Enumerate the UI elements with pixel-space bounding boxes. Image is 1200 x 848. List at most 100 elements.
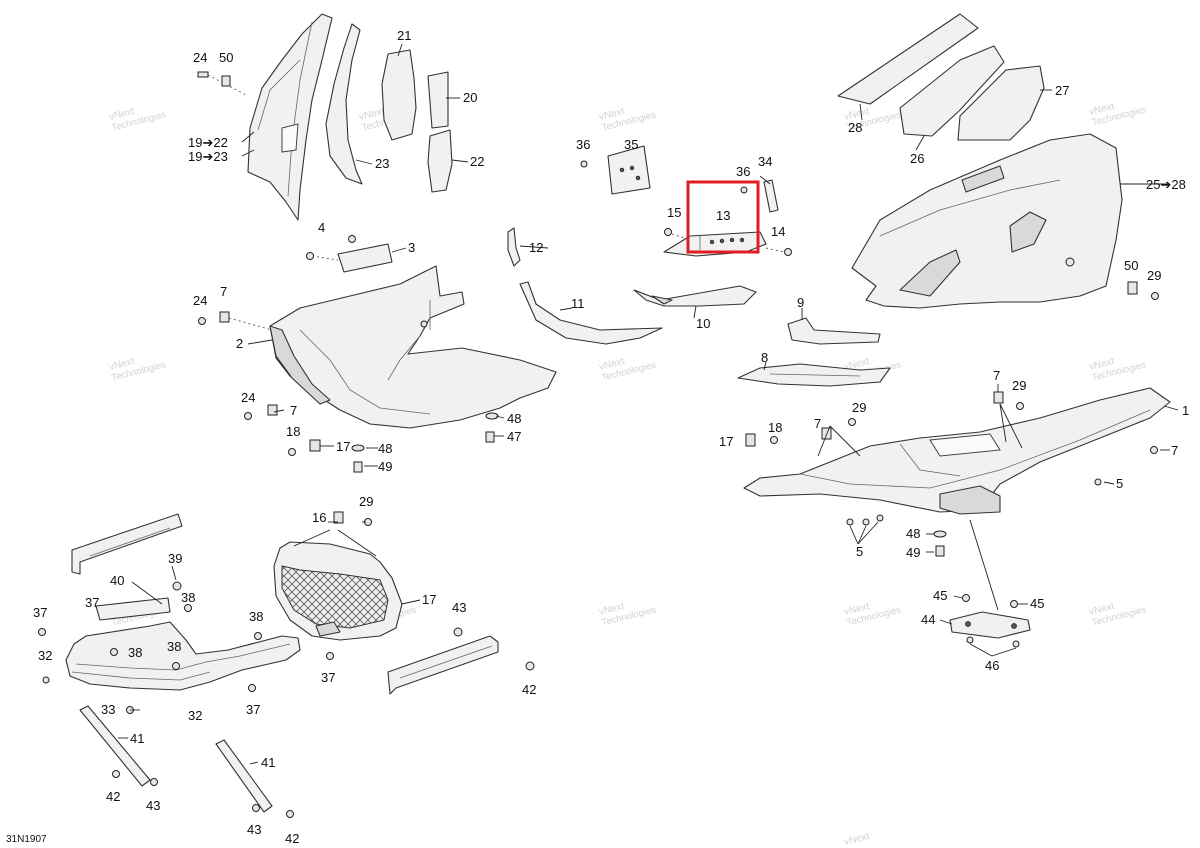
callout-17[interactable]: 17 (336, 439, 350, 454)
callout-24[interactable]: 24 (193, 50, 207, 65)
callout-7[interactable]: 7 (1171, 443, 1178, 458)
callout-36[interactable]: 36 (576, 137, 590, 152)
callout-2[interactable]: 2 (236, 336, 243, 351)
callout-24[interactable]: 24 (241, 390, 255, 405)
callout-37[interactable]: 37 (33, 605, 47, 620)
callout-17[interactable]: 17 (422, 592, 436, 607)
screw-7-tunnel-right[interactable] (1150, 446, 1158, 454)
clip-7-tunnel-a[interactable] (993, 391, 1004, 404)
screw-42-left[interactable] (112, 770, 120, 778)
bumper-32[interactable] (65, 621, 301, 691)
callout-49[interactable]: 49 (378, 459, 392, 474)
nut-43-right[interactable] (453, 627, 463, 637)
screw-37-right[interactable] (326, 652, 334, 660)
screw-18-left[interactable] (288, 448, 296, 456)
screw-5-a[interactable] (1094, 478, 1102, 486)
screw-42-right[interactable] (525, 661, 535, 671)
callout-42[interactable]: 42 (285, 831, 299, 846)
screw-29-tunnel[interactable] (1016, 402, 1024, 410)
callout-41[interactable]: 41 (130, 731, 144, 746)
callout-29[interactable]: 29 (359, 494, 373, 509)
callout-35[interactable]: 35 (624, 137, 638, 152)
callout-20[interactable]: 20 (463, 90, 477, 105)
nut-39[interactable] (172, 581, 182, 591)
callout-24[interactable]: 24 (193, 293, 207, 308)
decal-27[interactable] (957, 65, 1045, 141)
callout-7[interactable]: 7 (814, 416, 821, 431)
callout-48[interactable]: 48 (906, 526, 920, 541)
callout-38[interactable]: 38 (167, 639, 181, 654)
callout-4[interactable]: 4 (318, 220, 325, 235)
clip-50-right[interactable] (1127, 281, 1138, 295)
callout-40[interactable]: 40 (110, 573, 124, 588)
bracket-41-left[interactable] (79, 705, 151, 787)
screw-46-b[interactable] (1012, 640, 1020, 648)
callout-41[interactable]: 41 (261, 755, 275, 770)
callout-49[interactable]: 49 (906, 545, 920, 560)
callout-28[interactable]: 28 (848, 120, 862, 135)
screw-29-tunnel-b[interactable] (848, 418, 856, 426)
screw-4-a[interactable] (306, 252, 314, 260)
nut-36-right[interactable] (740, 186, 748, 194)
callout-43[interactable]: 43 (146, 798, 160, 813)
screw-46-a[interactable] (966, 636, 974, 644)
screw-42-bottom[interactable] (286, 810, 294, 818)
clip-16-a[interactable] (333, 511, 344, 524)
callout-21[interactable]: 21 (397, 28, 411, 43)
callout-42[interactable]: 42 (522, 682, 536, 697)
clip-17-tunnel[interactable] (745, 433, 756, 447)
screw-24-top[interactable] (197, 71, 209, 78)
screw-37-left[interactable] (38, 628, 46, 636)
callout-8[interactable]: 8 (761, 350, 768, 365)
side-panel-19[interactable] (247, 13, 333, 221)
heat-shield-35[interactable] (607, 145, 651, 195)
callout-32[interactable]: 32 (38, 648, 52, 663)
callout-7[interactable]: 7 (993, 368, 1000, 383)
nut-38-right[interactable] (254, 632, 262, 640)
callout-27[interactable]: 27 (1055, 83, 1069, 98)
callout-15[interactable]: 15 (667, 205, 681, 220)
callout-1[interactable]: 1 (1182, 403, 1189, 418)
nut-38-left[interactable] (110, 648, 118, 656)
callout-9[interactable]: 9 (797, 295, 804, 310)
callout-38[interactable]: 38 (181, 590, 195, 605)
callout-45[interactable]: 45 (1030, 596, 1044, 611)
nut-43-left[interactable] (150, 778, 158, 786)
decal-26[interactable] (899, 45, 1005, 137)
callout-50[interactable]: 50 (219, 50, 233, 65)
screw-32-left[interactable] (42, 676, 50, 684)
mount-bracket-40[interactable] (95, 597, 171, 621)
nut-45-left[interactable] (962, 594, 970, 602)
screw-15[interactable] (664, 228, 672, 236)
callout-43[interactable]: 43 (452, 600, 466, 615)
bracket-41-right[interactable] (215, 739, 273, 813)
callout-25-28[interactable]: 25➔28 (1146, 177, 1186, 192)
bracket-34[interactable] (763, 179, 779, 213)
callout-37[interactable]: 37 (321, 670, 335, 685)
callout-43[interactable]: 43 (247, 822, 261, 837)
callout-5[interactable]: 5 (856, 544, 863, 559)
callout-11[interactable]: 11 (571, 296, 585, 311)
side-panel-25[interactable] (851, 133, 1123, 309)
clip-7-tunnel-b[interactable] (821, 427, 832, 440)
callout-36[interactable]: 36 (736, 164, 750, 179)
nut-38-top[interactable] (184, 604, 192, 612)
callout-7[interactable]: 7 (220, 284, 227, 299)
callout-29[interactable]: 29 (852, 400, 866, 415)
bolt-49-right[interactable] (935, 545, 945, 557)
side-panel-20[interactable] (427, 71, 449, 129)
clip-17-left[interactable] (309, 439, 321, 452)
bolt-49[interactable] (353, 461, 363, 473)
callout-32[interactable]: 32 (188, 708, 202, 723)
callout-38[interactable]: 38 (249, 609, 263, 624)
callout-42[interactable]: 42 (106, 789, 120, 804)
bracket-3[interactable] (337, 243, 393, 273)
bolt-47[interactable] (485, 431, 495, 443)
callout-19-22[interactable]: 19➔22 (188, 135, 228, 150)
callout-48[interactable]: 48 (378, 441, 392, 456)
callout-7[interactable]: 7 (290, 403, 297, 418)
callout-44[interactable]: 44 (921, 612, 935, 627)
screw-24-left[interactable] (198, 317, 206, 325)
callout-14[interactable]: 14 (771, 224, 785, 239)
clip-7-left[interactable] (219, 311, 230, 323)
